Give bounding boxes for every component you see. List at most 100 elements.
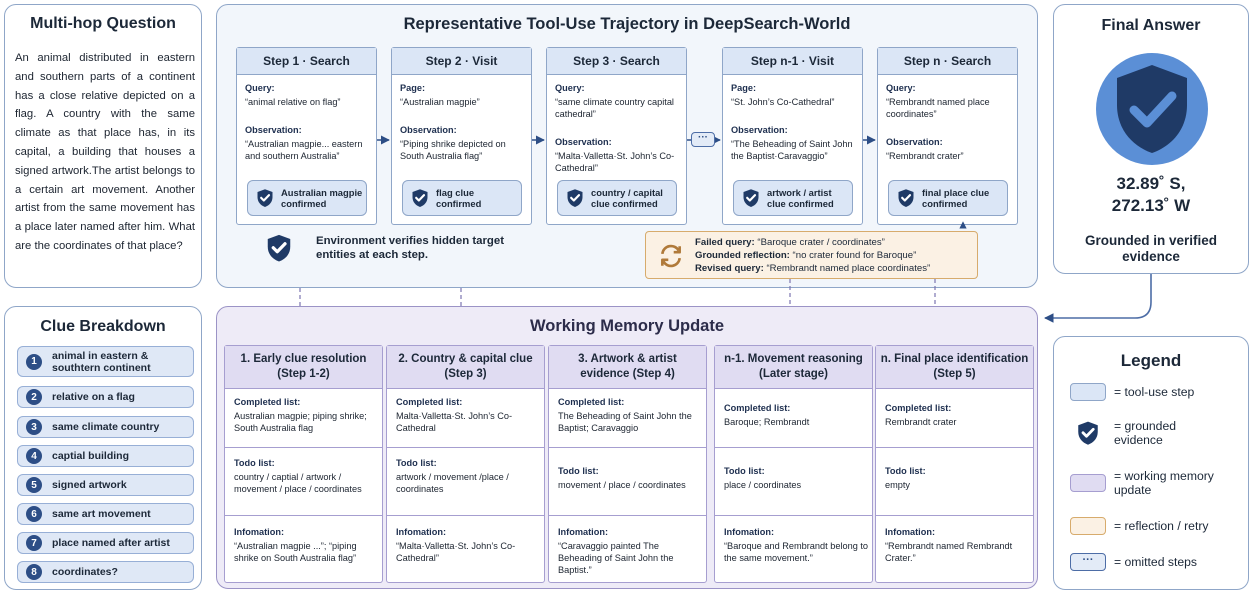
step-card: Step n-1 · Visit Page: “St. John’s Co-Ca… (722, 47, 863, 225)
completed-label: Completed list: (396, 397, 463, 407)
clue-item: 5 signed artwork (17, 474, 194, 496)
completed-section: Completed list: Malta·Valletta·St. John’… (387, 389, 544, 447)
completed-section: Completed list: Rembrandt crater (876, 389, 1033, 447)
reflection-swatch (1070, 517, 1106, 535)
step-query-label: Query: (245, 83, 275, 93)
legend-item-memory: = working memory update (1070, 469, 1244, 497)
revised-query-label: Revised query: (695, 263, 764, 274)
clue-label: same art movement (52, 508, 151, 520)
todo-text: movement / place / coordinates (558, 480, 686, 490)
trajectory-title: Representative Tool-Use Trajectory in De… (403, 15, 851, 33)
todo-text: empty (885, 480, 911, 490)
info-label: Infomation: (234, 527, 285, 537)
step-observation-text: “Rembrandt crater” (886, 151, 964, 161)
legend-label: = grounded evidence (1114, 419, 1177, 447)
step-observation-label: Observation: (886, 137, 943, 147)
revised-query-line: Revised query: “Rembrandt named place co… (695, 263, 930, 274)
question-text: An animal distributed in eastern and sou… (15, 52, 195, 252)
clue-item: 4 captial building (17, 445, 194, 467)
step-query-text: “animal relative on flag” (245, 97, 341, 107)
clue-number-badge: 2 (26, 389, 42, 405)
step-card: Step 1 · Search Query: “animal relative … (236, 47, 377, 225)
grounded-reflection-text: “no crater found for Baroque” (792, 250, 917, 261)
step-header: Step n · Search (878, 48, 1017, 75)
step-query-text: “same climate country capital cathedral” (555, 97, 674, 119)
completed-label: Completed list: (724, 403, 791, 413)
clue-item: 7 place named after artist (17, 532, 194, 554)
memory-swatch (1070, 474, 1106, 492)
completed-label: Completed list: (234, 397, 301, 407)
legend-title: Legend (1120, 351, 1182, 370)
legend-item-tool-use: = tool-use step (1070, 383, 1194, 401)
legend-label: = working memory update (1114, 469, 1214, 497)
completed-label: Completed list: (558, 397, 625, 407)
info-section: Infomation: “Australian magpie ...”; “pi… (225, 515, 382, 583)
completed-text: The Beheading of Saint John the Baptist;… (558, 411, 692, 433)
step-query-label: Query: (886, 83, 916, 93)
step-observation-label: Observation: (731, 125, 788, 135)
clue-number-badge: 8 (26, 564, 42, 580)
step-observation-label: Observation: (400, 125, 457, 135)
step-page-label: Page: (731, 83, 757, 93)
info-text: “Baroque and Rembrandt belong to the sam… (724, 541, 869, 563)
badge-label: artwork / artist clue confirmed (767, 187, 834, 209)
clue-item: 1 animal in eastern & southtern continen… (17, 346, 194, 377)
step-observation-text: “Malta·Valletta·St. John’s Co-Cathedral” (555, 151, 675, 173)
memory-card-header: n. Final place identification (Step 5) (876, 346, 1033, 389)
todo-label: Todo list: (234, 458, 275, 468)
working-memory-title: Working Memory Update (529, 317, 725, 335)
step-page-text: “Australian magpie” (400, 97, 480, 107)
info-text: “Malta·Valletta·St. John’s Co-Cathedral” (396, 541, 516, 563)
todo-label: Todo list: (724, 466, 765, 476)
memory-card: 2. Country & capital clue (Step 3) Compl… (386, 345, 545, 583)
failed-query-text: “Baroque crater / coordinates” (757, 237, 885, 248)
answer-coordinates: 32.89˚ S, 272.13˚ W (1054, 173, 1248, 217)
failed-query-label: Failed query: (695, 237, 755, 248)
clue-label: relative on a flag (52, 391, 135, 403)
clue-item: 6 same art movement (17, 503, 194, 525)
legend-label: = reflection / retry (1114, 519, 1209, 533)
environment-note-text: Environment verifies hidden target entit… (316, 234, 504, 262)
answer-latitude: 32.89˚ S, (1116, 174, 1186, 193)
step-page-text: “St. John’s Co-Cathedral” (731, 97, 835, 107)
info-text: “Caravaggio painted The Beheading of Sai… (558, 541, 674, 575)
clue-item: 2 relative on a flag (17, 386, 194, 408)
step-confirmed-badge: final place clue confirmed (888, 180, 1008, 216)
grounded-label: Grounded in verified evidence (1084, 233, 1217, 264)
todo-label: Todo list: (396, 458, 437, 468)
revised-query-text: “Rembrandt named place coordinates” (766, 263, 931, 274)
step-header: Step 2 · Visit (392, 48, 531, 75)
legend-label: = omitted steps (1114, 555, 1197, 569)
step-confirmed-badge: artwork / artist clue confirmed (733, 180, 853, 216)
todo-section: Todo list: country / captial / artwork /… (225, 447, 382, 515)
info-label: Infomation: (885, 527, 936, 537)
step-header: Step 3 · Search (547, 48, 686, 75)
badge-label: flag clue confirmed (436, 187, 482, 209)
clue-number-badge: 1 (26, 353, 42, 370)
step-observation-text: “The Beheading of Saint John the Baptist… (731, 139, 853, 161)
step-observation-label: Observation: (245, 125, 302, 135)
clue-label: place named after artist (52, 537, 170, 549)
memory-card-header: 1. Early clue resolution (Step 1-2) (225, 346, 382, 389)
clue-number-badge: 4 (26, 448, 42, 464)
todo-label: Todo list: (558, 466, 599, 476)
clue-label: captial building (52, 450, 130, 462)
grounded-reflection-label: Grounded reflection: (695, 250, 790, 261)
memory-card-header: n-1. Movement reasoning (Later stage) (715, 346, 872, 389)
step-confirmed-badge: flag clue confirmed (402, 180, 522, 216)
final-answer-panel: Final Answer 32.89˚ S, 272.13˚ W Grounde… (1053, 4, 1249, 274)
grounded-evidence-swatch (1070, 420, 1106, 446)
info-label: Infomation: (558, 527, 609, 537)
clue-label: coordinates? (52, 566, 118, 578)
grounded-reflection-line: Grounded reflection: “no crater found fo… (695, 250, 916, 261)
completed-label: Completed list: (885, 403, 952, 413)
clue-label: same climate country (52, 421, 160, 433)
step-observation-text: “Australian magpie... eastern and southe… (245, 139, 363, 161)
shield-check-icon (1075, 420, 1101, 446)
trajectory-panel: Representative Tool-Use Trajectory in De… (216, 4, 1038, 288)
legend-item-omitted: ··· = omitted steps (1070, 553, 1197, 571)
completed-text: Rembrandt crater (885, 417, 957, 427)
legend-label: = tool-use step (1114, 385, 1195, 399)
info-section: Infomation: “Baroque and Rembrandt belon… (715, 515, 872, 583)
completed-text: Australian magpie; piping shrike; South … (234, 411, 367, 433)
